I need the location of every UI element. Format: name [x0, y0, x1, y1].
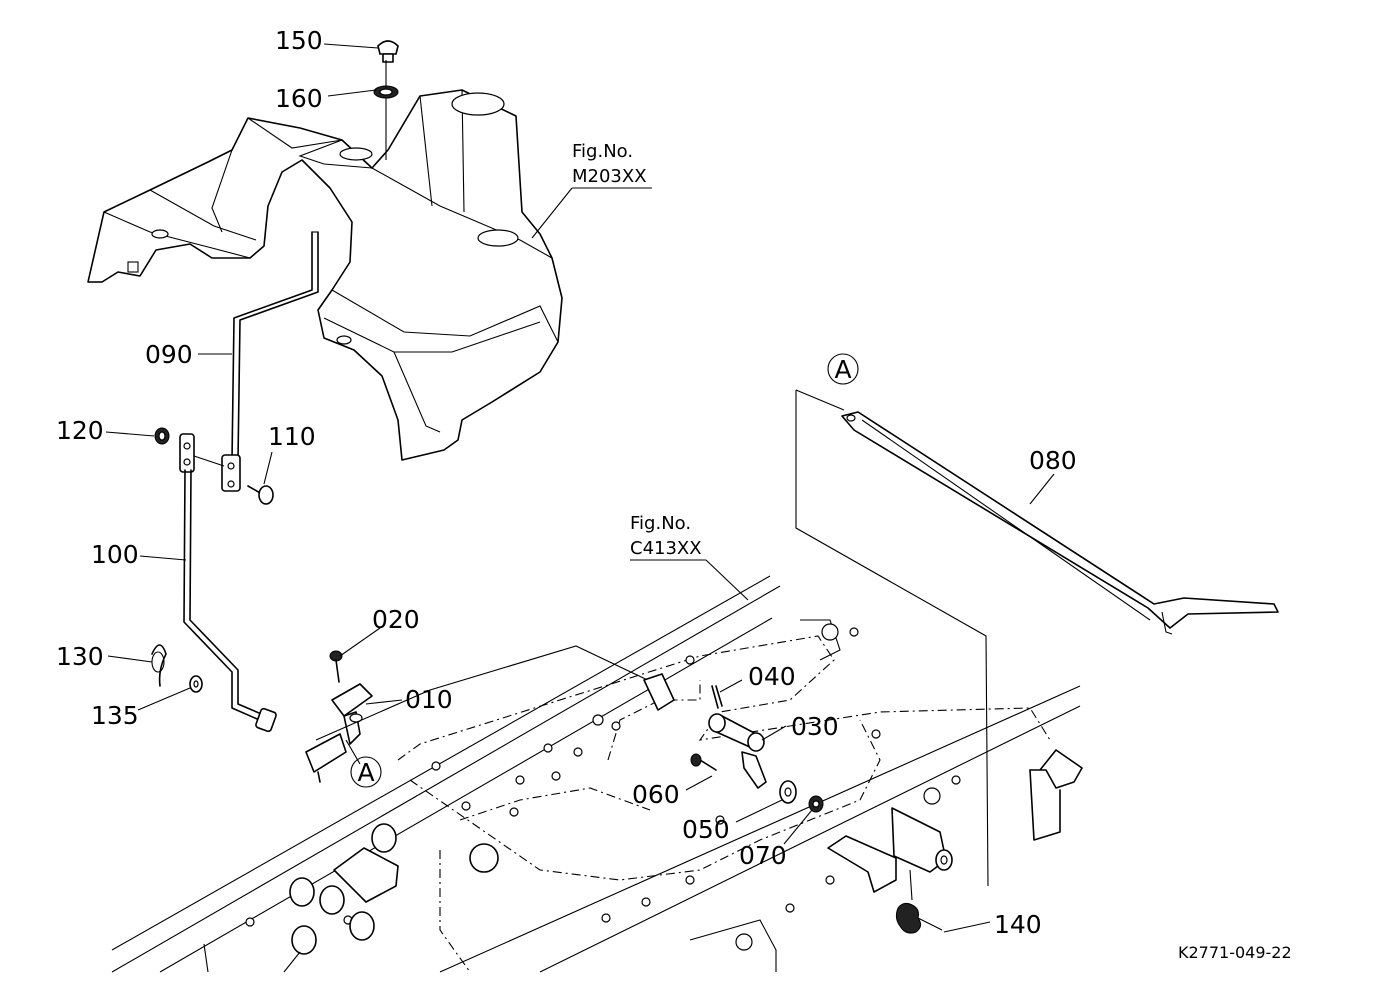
fig-ref-2-code: C413XX — [630, 538, 702, 559]
callout-100: 100 — [91, 540, 139, 569]
chassis-frame — [111, 575, 1083, 973]
marker-a-bottom-label: A — [357, 758, 374, 787]
lever-010 — [305, 683, 373, 783]
fig-ref-2-label: Fig.No. — [630, 513, 691, 534]
marker-a-bottom: A — [350, 756, 382, 788]
callout-135: 135 — [91, 701, 139, 730]
callout-130: 130 — [56, 642, 104, 671]
callout-060: 060 — [632, 780, 680, 809]
fig-ref-1-label: Fig.No. — [572, 141, 633, 162]
callout-020: 020 — [372, 605, 420, 634]
callout-150: 150 — [275, 26, 323, 55]
callout-120: 120 — [56, 416, 104, 445]
callout-030: 030 — [791, 712, 839, 741]
callout-050: 050 — [682, 815, 730, 844]
spring-bracket — [827, 807, 953, 934]
rod-080-group — [795, 389, 1279, 887]
fig-ref-1-code: M203XX — [572, 166, 647, 187]
callout-090: 090 — [145, 340, 193, 369]
marker-a-top: A — [827, 353, 859, 385]
callout-010: 010 — [405, 685, 453, 714]
rod-100 — [179, 433, 277, 733]
drawing-code: K2771-049-22 — [1178, 943, 1292, 962]
rod-090 — [221, 231, 319, 492]
hardware — [151, 40, 399, 693]
callout-040: 040 — [748, 662, 796, 691]
shaft-030 — [690, 685, 824, 813]
marker-a-top-label: A — [834, 355, 851, 384]
callout-160: 160 — [275, 84, 323, 113]
leader-lines — [105, 43, 1055, 933]
column-cover — [87, 89, 563, 461]
callout-140: 140 — [994, 910, 1042, 939]
callout-070: 070 — [739, 841, 787, 870]
callout-110: 110 — [268, 422, 316, 451]
callout-080: 080 — [1029, 446, 1077, 475]
